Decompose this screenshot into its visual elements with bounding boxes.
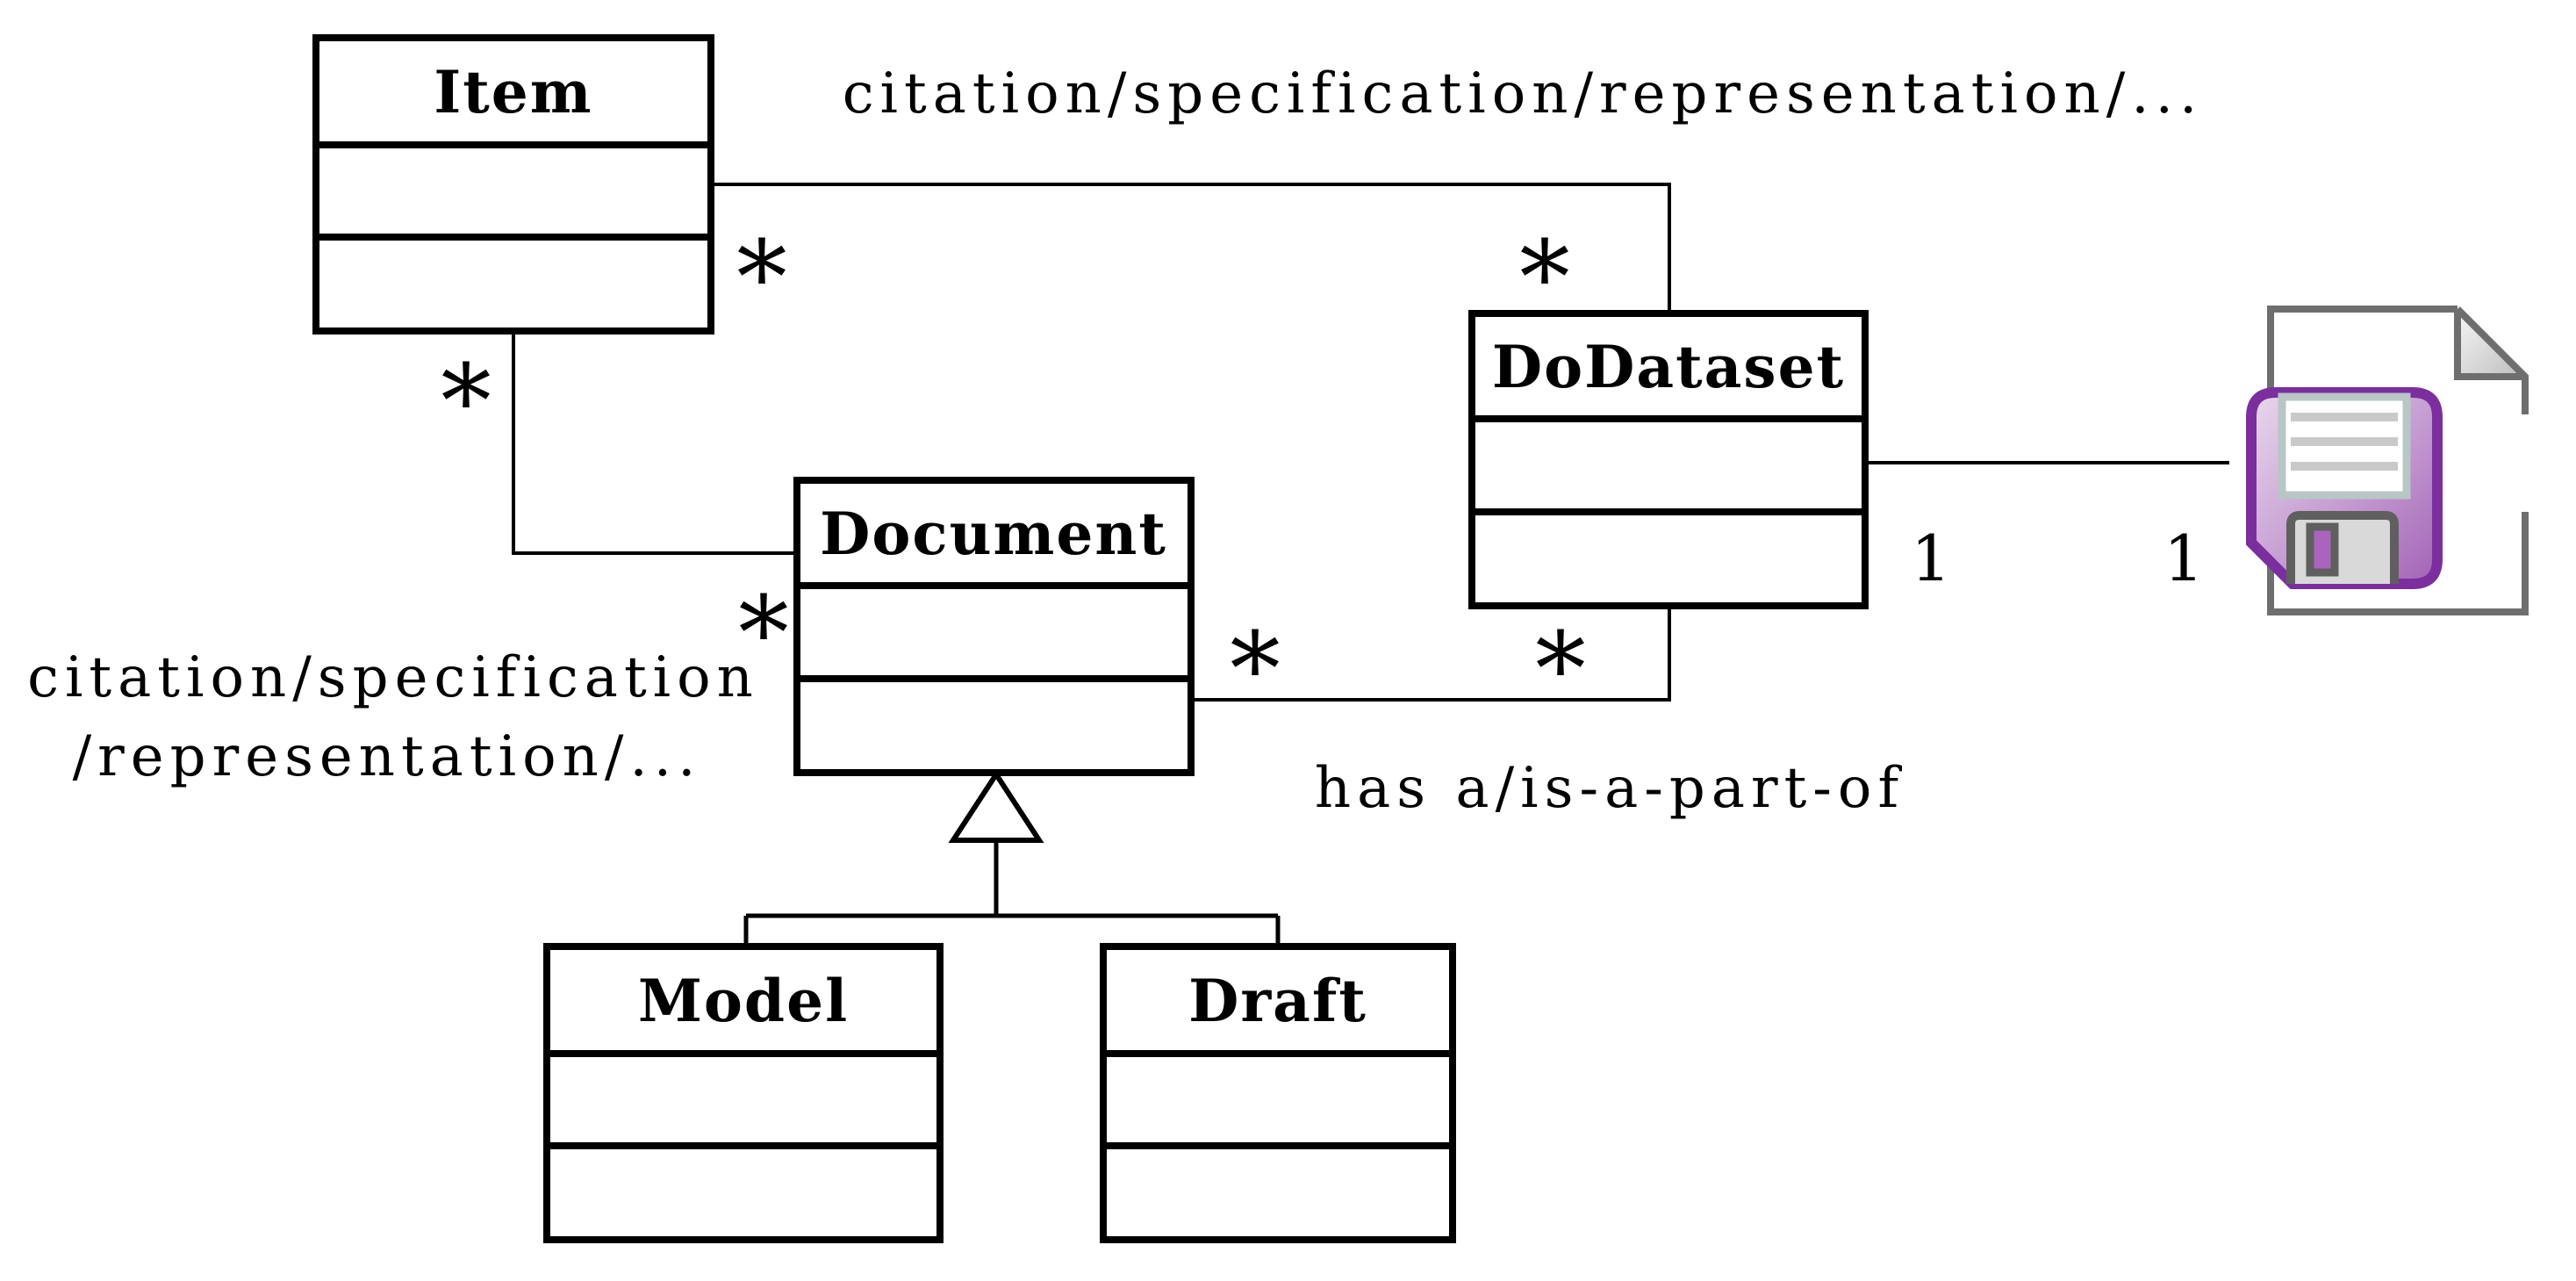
class-item-box <box>312 34 714 335</box>
multiplicities: * * * * * * 1 1 <box>441 219 2204 729</box>
class-model: Model <box>543 943 944 1243</box>
floppy-label-line-1 <box>2291 413 2398 421</box>
class-dodataset-box <box>1468 310 1869 609</box>
class-dodataset-name: DoDataset <box>1492 333 1845 401</box>
dataset-file-icon <box>2246 306 2529 615</box>
generalization <box>743 769 1281 946</box>
multiplicity-star-document-right: * <box>1230 611 1281 729</box>
association-document-dodataset-line <box>1191 606 1671 702</box>
class-model-box <box>543 943 944 1243</box>
floppy-label-lines-icon <box>2291 413 2398 471</box>
multiplicity-star-item-bottom: * <box>441 343 492 461</box>
multiplicity-one-file-side: 1 <box>2163 522 2204 595</box>
multiplicity-star-document-left: * <box>738 575 789 693</box>
class-dodataset: DoDataset <box>1468 310 1869 609</box>
class-model-name: Model <box>638 967 849 1035</box>
class-document-name: Document <box>820 500 1167 568</box>
class-item: Item <box>312 34 714 335</box>
generalization-arrowhead-icon <box>948 769 1044 843</box>
file-page-outline <box>2267 306 2529 615</box>
floppy-label-line-2 <box>2291 437 2398 446</box>
class-draft: Draft <box>1100 943 1456 1243</box>
class-document-box <box>793 477 1195 776</box>
association-label-left-line1: citation/specification <box>27 645 759 710</box>
associations <box>512 183 2229 702</box>
multiplicity-star-dodataset-bottom: * <box>1535 611 1586 729</box>
class-item-name: Item <box>434 58 592 126</box>
association-labels: citation/specification/representation/..… <box>27 61 2204 821</box>
class-draft-box <box>1100 943 1456 1243</box>
class-document: Document <box>793 477 1195 776</box>
floppy-shutter-window <box>2306 522 2339 577</box>
association-label-bottom: has a/is-a-part-of <box>1315 756 1905 821</box>
association-label-left-line2: /representation/... <box>73 724 702 789</box>
multiplicity-star-dodataset-top: * <box>1519 219 1570 337</box>
floppy-label-line-3 <box>2291 462 2398 471</box>
multiplicity-star-item-right: * <box>736 219 787 337</box>
multiplicity-one-dodataset-side: 1 <box>1911 522 1951 595</box>
association-item-document-line <box>512 331 797 555</box>
association-label-top: citation/specification/representation/..… <box>843 61 2204 126</box>
class-draft-name: Draft <box>1188 967 1367 1035</box>
association-item-dodataset-line <box>711 183 1671 313</box>
